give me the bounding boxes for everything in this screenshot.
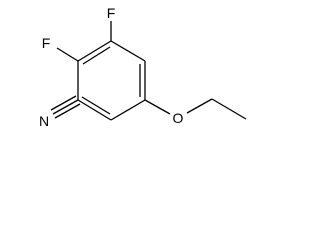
bond-c-o — [144, 99, 171, 115]
ring-bond-c1-c2 — [110, 40, 146, 62]
nitrile-bond-center — [52, 99, 79, 115]
bond-c-f-left — [56, 47, 79, 62]
ring-bond-c4-c5 — [77, 99, 112, 121]
benzene-ring — [77, 40, 146, 121]
atom-label-f-left: F — [42, 35, 51, 51]
ring-bond-c6-c1 — [77, 40, 112, 62]
ring-bond-c6-c1-inner — [82, 46, 111, 65]
ring-bond-c3-c4 — [110, 99, 146, 121]
nitrile-bond-upper — [50, 95, 77, 111]
atom-label-n: N — [39, 113, 49, 129]
nitrile-bond-lower — [54, 103, 81, 119]
structure-svg: F F N O — [39, 5, 247, 129]
bond-o-ch2 — [186, 98, 213, 114]
ring-bond-c4-c5-inner — [81, 96, 111, 115]
molecule-diagram: F F N O — [39, 5, 247, 129]
nitrile-triple-bond — [50, 95, 81, 119]
atom-label-f-top: F — [107, 5, 116, 21]
bond-ch2-ch3 — [211, 98, 247, 120]
atom-label-o: O — [173, 110, 184, 126]
